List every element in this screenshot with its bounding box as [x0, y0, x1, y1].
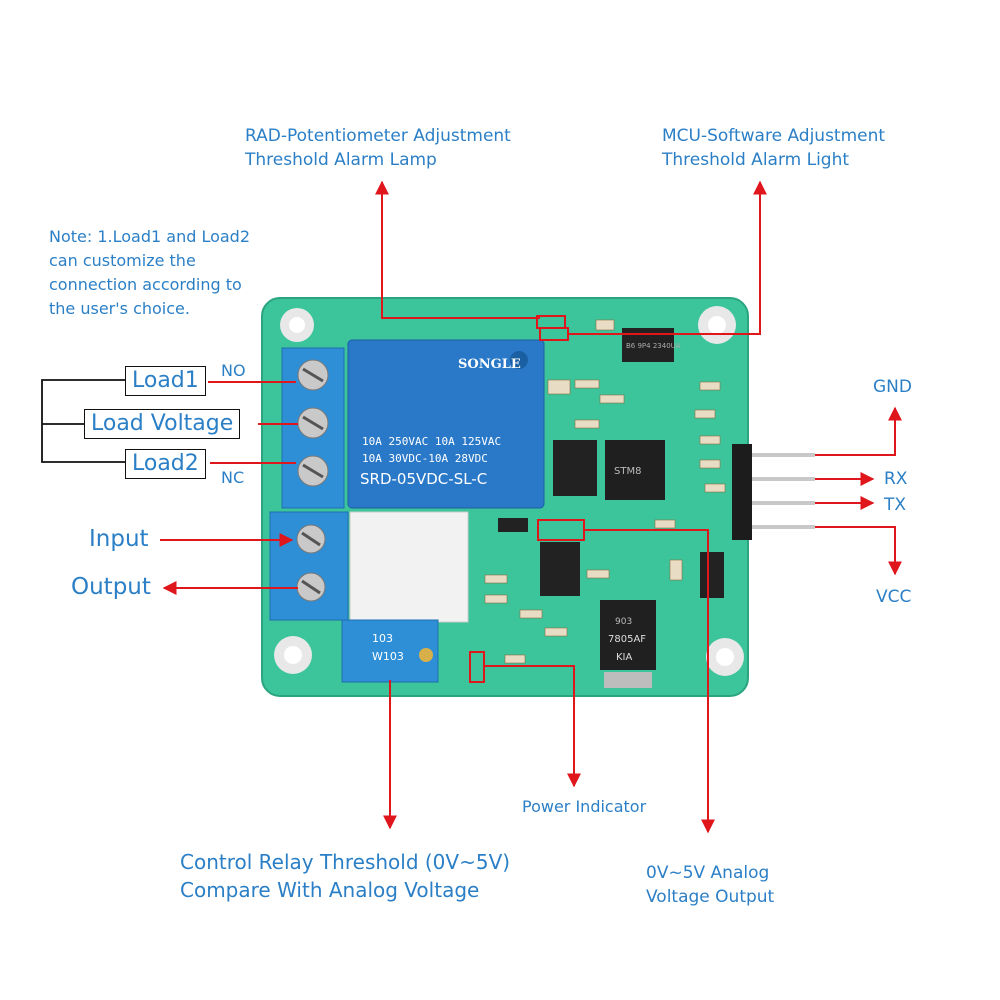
- mount-hole: [274, 636, 312, 674]
- note-line3: connection according to: [49, 275, 242, 294]
- nc-label: NC: [221, 468, 245, 487]
- potentiometer: 103 W103: [341, 619, 439, 683]
- rx-label: RX: [884, 469, 908, 489]
- pin-header: [732, 444, 815, 540]
- mcu-label: MCU-Software Adjustment Threshold Alarm …: [662, 124, 885, 172]
- threshold-line2: Compare With Analog Voltage: [180, 878, 480, 902]
- analog-out-line2: Voltage Output: [646, 887, 775, 907]
- threshold-label: Control Relay Threshold (0V~5V) Compare …: [180, 848, 510, 904]
- mount-hole: [706, 638, 744, 676]
- rad-label-line1: RAD-Potentiometer Adjustment: [245, 126, 511, 146]
- note-line1: Note: 1.Load1 and Load2: [49, 227, 251, 246]
- mcu-label-line1: MCU-Software Adjustment: [662, 126, 886, 146]
- mount-hole: [698, 306, 736, 344]
- no-label: NO: [221, 361, 246, 380]
- rad-label-line2: Threshold Alarm Lamp: [245, 150, 437, 170]
- mcu-chip: STM8: [605, 440, 665, 500]
- note-text: Note: 1.Load1 and Load2 can customize th…: [49, 225, 250, 321]
- pot-line1: 103: [372, 632, 393, 645]
- rad-label: RAD-Potentiometer Adjustment Threshold A…: [245, 124, 511, 172]
- diode: [498, 518, 528, 532]
- relay-model: SRD-05VDC-SL-C: [360, 470, 487, 488]
- input-label: Input: [89, 526, 149, 552]
- electrolytic-cap: [700, 552, 724, 598]
- relay-rating2: 10A 30VDC-10A 28VDC: [362, 452, 488, 465]
- note-line2: can customize the: [49, 251, 196, 270]
- threshold-line1: Control Relay Threshold (0V~5V): [180, 850, 511, 874]
- reg-line1: 903: [615, 617, 632, 627]
- terminal-block-io: [269, 511, 349, 621]
- relay-rating1: 10A 250VAC 10A 125VAC: [362, 435, 501, 448]
- relay-brand: SONGLE: [458, 357, 521, 372]
- reg-line2: 7805AF: [608, 634, 646, 645]
- load-voltage-box: Load Voltage: [84, 409, 241, 439]
- note-line4: the user's choice.: [49, 299, 190, 318]
- gnd-label: GND: [873, 377, 912, 397]
- callout-arrows: [160, 180, 902, 834]
- reg-line3: KIA: [616, 652, 633, 663]
- tx-label: TX: [884, 495, 907, 515]
- smd-parts: [484, 319, 726, 664]
- mcu-label-line2: Threshold Alarm Light: [662, 150, 850, 170]
- mount-hole: [280, 308, 314, 342]
- vcc-label: VCC: [876, 587, 912, 607]
- voltage-regulator: 903 7805AF KIA: [600, 600, 656, 688]
- mcu-chip-label: STM8: [614, 466, 641, 477]
- chip-small: [553, 440, 597, 496]
- pot-line2: W103: [372, 650, 404, 663]
- analog-out-label: 0V~5V Analog Voltage Output: [646, 861, 774, 909]
- load2-box: Load2: [125, 449, 206, 479]
- relay: SONGLE 10A 250VAC 10A 125VAC 10A 30VDC-1…: [347, 339, 545, 509]
- power-indicator-label: Power Indicator: [522, 797, 647, 816]
- analog-out-line1: 0V~5V Analog: [646, 863, 770, 883]
- output-label: Output: [71, 574, 151, 600]
- terminal-block-relay: [281, 347, 345, 509]
- chip-small: [540, 542, 580, 596]
- sensor-block: [349, 511, 469, 623]
- top-chip-label: B6 9P4 2340UA: [626, 342, 681, 350]
- load1-box: Load1: [125, 366, 206, 396]
- load-wiring: [41, 379, 125, 463]
